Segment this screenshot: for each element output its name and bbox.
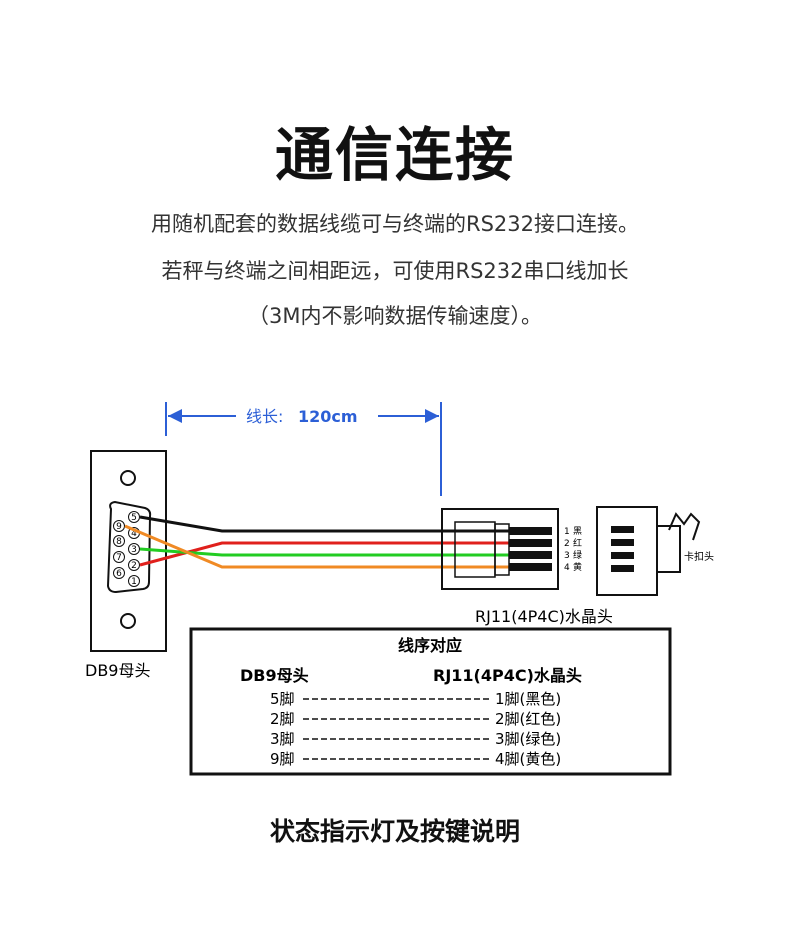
rj11-color-1: 黑 [573,526,582,537]
rj11-pin-4: 4 [564,563,570,573]
rj11-color-4: 黄 [573,561,582,573]
intro-line-1: 用随机配套的数据线缆可与终端的RS232接口连接。 [150,212,639,236]
pin-mapping-table: 线序对应 DB9母头 RJ11(4P4C)水晶头 5脚 1脚(黑色) 2脚 2脚… [189,627,672,776]
wires [124,515,552,569]
table-col-right: RJ11(4P4C)水晶头 [433,666,582,685]
table-row-4-left: 9脚 [270,750,295,768]
table-row-1-right: 1脚(黑色) [495,690,561,708]
table-row-3-left: 3脚 [270,730,295,748]
section-heading: 状态指示灯及按键说明 [269,817,520,846]
db9-pin-3: 3 [131,545,137,555]
table-col-left: DB9母头 [240,666,309,685]
length-dimension: 线长: 120cm [165,402,442,496]
db9-pin-8: 8 [116,537,122,547]
rj11-pin-1: 1 [564,527,570,537]
db9-connector: 5 9 4 8 3 7 2 6 1 [90,450,167,652]
rj11-front-view [596,506,701,596]
rj11-color-3: 绿 [573,549,582,561]
intro-line-3: （3M内不影响数据传输速度）。 [248,304,542,328]
table-row-4-right: 4脚(黄色) [495,750,561,768]
db9-label: DB9母头 [85,661,150,680]
wire-black [139,515,552,533]
db9-pin-2: 2 [131,561,137,571]
table-row-3-right: 3脚(绿色) [495,730,561,748]
intro-line-2: 若秤与终端之间相距远，可使用RS232串口线加长 [161,259,629,283]
db9-pin-6: 6 [116,569,122,579]
db9-pin-4: 4 [131,529,137,539]
rj11-pin-3: 3 [564,551,570,561]
table-row-1-left: 5脚 [270,690,295,708]
rj11-pin-labels: 1 黑 2 红 3 绿 4 黄 [564,526,582,573]
db9-pin-5: 5 [131,513,137,523]
db9-pin-7: 7 [116,553,122,563]
length-label: 线长: [246,407,283,426]
clip-label: 卡扣头 [684,550,714,563]
rj11-color-2: 红 [573,537,582,549]
table-row-2-left: 2脚 [270,710,295,728]
length-value: 120cm [298,407,358,426]
table-row-2-right: 2脚(红色) [495,710,561,728]
table-title: 线序对应 [398,636,462,655]
db9-pin-1: 1 [131,577,137,587]
rj11-label: RJ11(4P4C)水晶头 [475,607,613,626]
db9-pin-9: 9 [116,522,122,532]
page-title: 通信连接 [274,121,515,189]
rj11-pin-2: 2 [564,539,570,549]
rj11-plug [441,508,559,590]
